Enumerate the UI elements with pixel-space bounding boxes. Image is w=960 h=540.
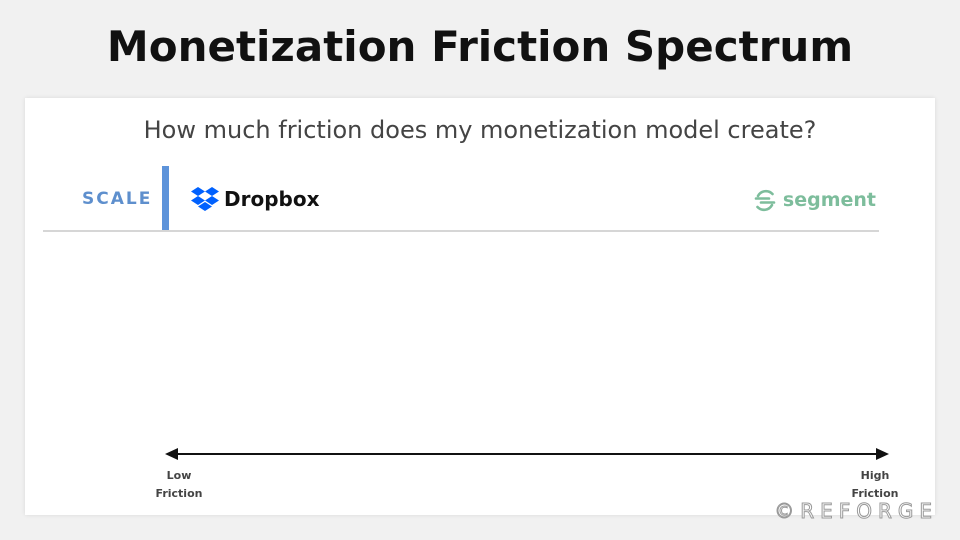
high-friction-label: High Friction — [851, 469, 899, 500]
content-card: How much friction does my monetization m… — [25, 98, 935, 515]
low-friction-label: Low Friction — [155, 469, 203, 500]
reforge-watermark: ©REFORGE — [774, 499, 938, 524]
segment-wordmark: segment — [782, 189, 876, 211]
row-divider — [43, 230, 879, 232]
dropbox-logo: Dropbox — [191, 186, 319, 212]
axis-right-arrowhead — [876, 448, 889, 460]
slide-title: Monetization Friction Spectrum — [106, 22, 854, 71]
friction-axis — [165, 448, 889, 460]
slide-question: How much friction does my monetization m… — [143, 116, 817, 144]
segment-icon — [754, 189, 776, 212]
row-label-scale: SCALE — [82, 189, 153, 209]
axis-left-arrowhead — [165, 448, 178, 460]
segment-logo: segment — [753, 186, 876, 214]
row-label-bar — [162, 166, 169, 230]
dropbox-wordmark: Dropbox — [224, 187, 320, 211]
dropbox-icon — [191, 187, 219, 211]
